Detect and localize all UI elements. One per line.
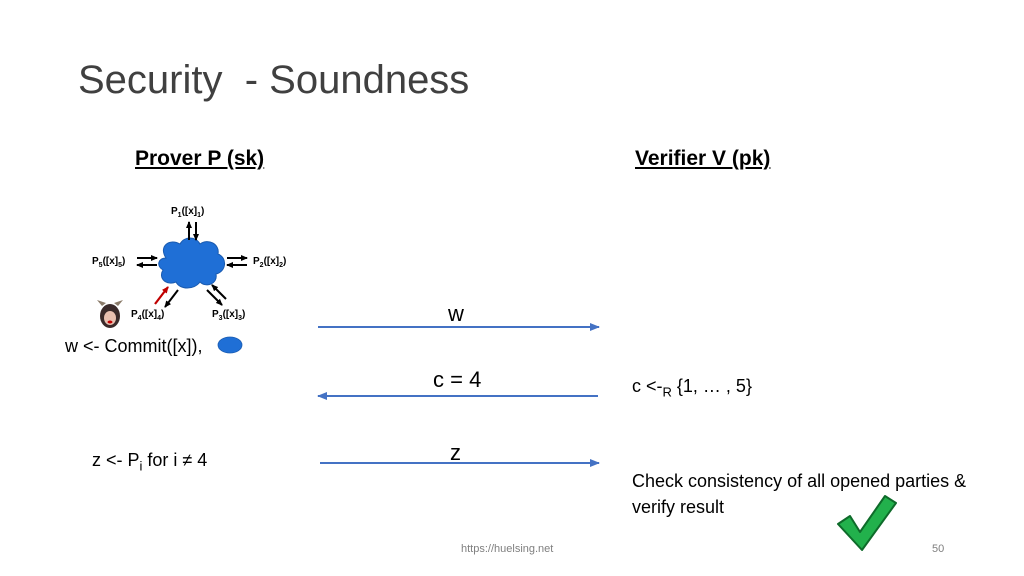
party-label-p4: P4([x]4) bbox=[131, 309, 165, 322]
party-label-p3: P3([x]3) bbox=[212, 309, 246, 322]
p2-link-arrows bbox=[226, 255, 248, 268]
p5-link-arrows bbox=[136, 255, 158, 268]
verify-result-text: verify result bbox=[632, 497, 725, 517]
commit-cloud-icon bbox=[217, 336, 243, 354]
check-consistency-text: Check consistency of all opened parties … bbox=[632, 471, 967, 491]
prover-response-text: z <- Pi for i ≠ 4 bbox=[92, 450, 208, 474]
message-c-label: c = 4 bbox=[433, 367, 482, 392]
p1-link-arrows bbox=[186, 221, 199, 241]
party-label-p5: P5([x]5) bbox=[92, 256, 126, 269]
message-w-label: w bbox=[448, 301, 464, 326]
mpc-cloud-icon bbox=[158, 237, 225, 289]
footer-url: https://huelsing.net bbox=[461, 543, 554, 555]
p3-link-arrows bbox=[206, 284, 227, 306]
prover-header: Prover P (sk) bbox=[135, 147, 265, 170]
message-z-label: z bbox=[450, 440, 461, 465]
commit-text: w <- Commit([x]), bbox=[65, 336, 203, 356]
p4-link-arrows bbox=[154, 286, 179, 308]
page-number: 50 bbox=[932, 543, 945, 555]
verifier-header: Verifier V (pk) bbox=[635, 147, 771, 170]
devil-icon bbox=[97, 300, 123, 328]
slide-title: Security - Soundness bbox=[78, 58, 470, 102]
checkmark-icon bbox=[837, 495, 897, 551]
party-label-p2: P2([x]2) bbox=[253, 256, 287, 269]
party-label-p1: P1([x]1) bbox=[171, 206, 205, 219]
verifier-challenge-text: c <-R {1, … , 5} bbox=[632, 376, 752, 400]
